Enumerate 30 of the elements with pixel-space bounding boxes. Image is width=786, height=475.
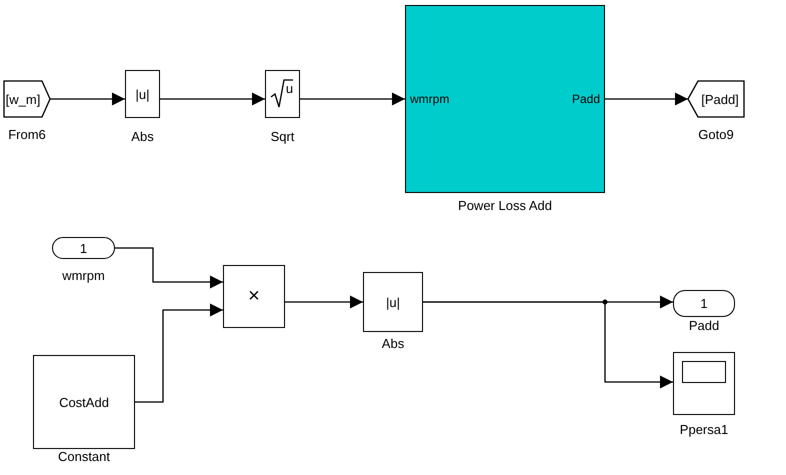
port-label: wmrpm bbox=[410, 92, 450, 106]
signal-arrow bbox=[160, 92, 265, 106]
signal-arrow bbox=[300, 92, 405, 106]
signal-arrow bbox=[50, 92, 125, 106]
signal-arrow bbox=[135, 304, 223, 403]
block-name: Ppersa1 bbox=[680, 422, 728, 437]
block-name: From6 bbox=[8, 127, 46, 142]
block-name: wmrpm bbox=[62, 268, 105, 283]
block-text: |u| bbox=[136, 86, 150, 102]
block-text: 1 bbox=[700, 296, 708, 311]
block-name: Abs bbox=[382, 336, 404, 351]
signal-arrow bbox=[115, 247, 223, 288]
block-name: Sqrt bbox=[270, 129, 294, 144]
block-text: |u| bbox=[386, 294, 400, 310]
block-text: [Padd] bbox=[701, 92, 739, 106]
block-text: [w_m] bbox=[6, 92, 40, 106]
block-name: Abs bbox=[131, 129, 154, 144]
block-text: × bbox=[248, 285, 260, 308]
block-text: 1 bbox=[80, 240, 88, 256]
block-name: Goto9 bbox=[698, 127, 734, 142]
port-label: Padd bbox=[572, 92, 600, 106]
signal-arrow bbox=[285, 296, 363, 308]
block-text: CostAdd bbox=[59, 394, 109, 410]
product-block bbox=[223, 265, 285, 328]
block-text: u bbox=[286, 80, 294, 96]
block-name: Power Loss Add bbox=[458, 198, 552, 213]
block-name: Padd bbox=[688, 318, 720, 333]
signal-arrow bbox=[605, 92, 688, 106]
block-name: Constant bbox=[58, 449, 110, 464]
signal-arrow bbox=[423, 301, 673, 388]
